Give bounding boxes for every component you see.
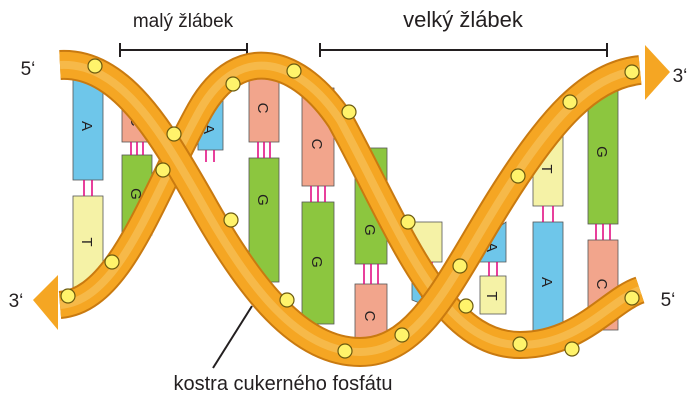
phosphate-group xyxy=(511,169,525,183)
guanine-letter: G xyxy=(254,194,271,206)
phosphate-group xyxy=(401,215,415,229)
base-pair-c-g-2: C G xyxy=(249,70,279,282)
phosphate-group xyxy=(565,342,579,356)
guanine-letter: G xyxy=(308,256,325,268)
cytosine-letter: C xyxy=(308,139,325,150)
adenine-letter: A xyxy=(538,277,555,287)
phosphate-group xyxy=(625,291,639,305)
phosphate-group xyxy=(625,65,639,79)
phosphate-group xyxy=(226,77,240,91)
base-pair-a-t: A T xyxy=(73,72,103,288)
backbone-label: kostra cukerného fosfátu xyxy=(173,373,392,395)
backbone-leader-line xyxy=(213,306,252,368)
phosphate-group xyxy=(513,337,527,351)
phosphate-group xyxy=(88,59,102,73)
phosphate-group xyxy=(287,64,301,78)
phosphate-group xyxy=(395,328,409,342)
guanine-letter: G xyxy=(361,224,378,236)
phosphate-group xyxy=(61,289,75,303)
cytosine-letter: C xyxy=(593,279,610,290)
phosphate-group xyxy=(167,127,181,141)
phosphate-group xyxy=(156,163,170,177)
minor-groove-bracket xyxy=(120,43,247,57)
strand-end-arrow-bottom-left xyxy=(33,275,58,330)
cytosine-letter: C xyxy=(361,311,378,322)
major-groove-bracket xyxy=(320,43,607,57)
thymine-letter: T xyxy=(483,291,500,300)
strand-end-arrow-top-right xyxy=(645,45,670,100)
phosphate-group xyxy=(342,105,356,119)
adenine-letter: A xyxy=(78,121,95,131)
phosphate-group xyxy=(453,259,467,273)
minor-groove-label: malý žlábek xyxy=(133,11,234,32)
phosphate-group xyxy=(338,344,352,358)
phosphate-group xyxy=(105,255,119,269)
phosphate-group xyxy=(563,95,577,109)
phosphate-group xyxy=(459,299,473,313)
phosphate-group xyxy=(280,293,294,307)
three-prime-bottom-left-label: 3‘ xyxy=(9,291,24,312)
thymine-letter: T xyxy=(78,237,95,246)
phosphate-group xyxy=(224,213,238,227)
five-prime-bottom-right-label: 5‘ xyxy=(661,290,676,311)
guanine-letter: G xyxy=(593,146,610,158)
three-prime-top-right-label: 3‘ xyxy=(673,66,688,87)
five-prime-top-left-label: 5‘ xyxy=(21,59,36,80)
major-groove-label: velký žlábek xyxy=(403,7,524,32)
cytosine-letter: C xyxy=(254,103,271,114)
